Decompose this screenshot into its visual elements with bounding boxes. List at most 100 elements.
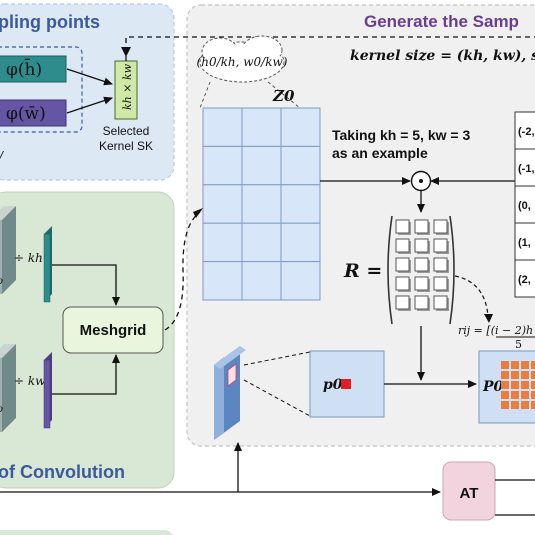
z0-grid-cell (241, 145, 282, 186)
p0-red-dot (341, 379, 351, 389)
p0-orange-cell (521, 381, 529, 389)
offset-cell (514, 259, 535, 298)
slab-to-p0-dashed-1 (243, 351, 311, 366)
generate-title: Generate the Samp (364, 12, 519, 31)
conv-cube-bottom: o (0, 344, 16, 432)
kernel-route-arrowhead (121, 47, 131, 57)
cloud-to-grid-dashed (199, 81, 211, 109)
r-matrix-cell (395, 276, 410, 291)
z0-grid-cell (241, 222, 282, 263)
offset-cell-label: (-1, (518, 163, 535, 175)
p0-orange-cell (531, 401, 535, 409)
z0-grid-cell (280, 222, 321, 263)
z0-grid-cell (241, 261, 282, 301)
sampling-title: pling points (0, 12, 100, 32)
z0-grid-cell (202, 145, 243, 186)
cloud-label: (h0/kh, w0/kw) (197, 55, 288, 69)
r-right-bracket (449, 215, 455, 325)
z0-grid-cell (202, 107, 243, 147)
cloud-to-grid-dashed-2 (267, 81, 301, 109)
svg-text:o: o (0, 404, 3, 415)
z0-grid-cell (241, 107, 282, 147)
p0-orange-cell (511, 361, 519, 369)
r-equals-label: R = (343, 260, 382, 282)
at-box (442, 461, 496, 521)
p0-orange-cell (511, 381, 519, 389)
z0-label: Z0 (272, 87, 295, 105)
p0-orange-cell (521, 401, 529, 409)
z0-grid (202, 107, 321, 301)
feature-map-slab (214, 346, 246, 440)
r-matrix-cell (395, 219, 410, 234)
r-matrix-cell (414, 219, 429, 234)
meshgrid-route-arrowhead (193, 208, 203, 218)
p0-orange-cell (531, 391, 535, 399)
p0-orange-cell (501, 371, 509, 379)
convolution-title: of Convolution (0, 462, 125, 482)
p0-orange-cell (501, 401, 509, 409)
offset-cell-label: (2, (518, 274, 531, 286)
r-to-rij-dashed-arrow (454, 275, 489, 317)
z0-grid-cell (202, 184, 243, 224)
p0-big-label: P0 (482, 379, 504, 395)
purple-vector-bar (43, 352, 52, 429)
r-matrix-cell (414, 238, 429, 253)
p0-orange-cell (501, 361, 509, 369)
taking-label-line-1: Taking kh = 5, kw = 3 (332, 127, 470, 143)
phi-h-box (0, 55, 67, 83)
p0-orange-cell (531, 381, 535, 389)
svg-text:o: o (0, 276, 3, 287)
r-matrix-cells (395, 219, 449, 311)
p0-orange-cell (531, 371, 535, 379)
p0-orange-cell (521, 361, 529, 369)
odot-center (419, 179, 423, 183)
z0-grid-cell (280, 184, 321, 224)
arrow-phi-h-to-kernel (66, 68, 113, 86)
offset-cell-label: (1, (518, 237, 531, 249)
selected-kernel-label-1: Selected (103, 124, 150, 138)
p0-small-label: p0 (323, 377, 343, 393)
rij-label: rij = [(i − 2)h (458, 324, 533, 337)
p0-orange-cell (511, 371, 519, 379)
r-matrix-cell (395, 257, 410, 272)
conv-cube-top: o (0, 206, 16, 294)
offset-cell (514, 111, 535, 150)
r-matrix-cell (395, 295, 410, 310)
kernel-size-label: kernel size = (kh, kw), s (350, 48, 535, 64)
meshgrid-to-grid-dashed-arrow (164, 211, 201, 331)
r-matrix-cell (433, 238, 448, 253)
z0-grid-cell (280, 145, 321, 186)
p0-orange-cell (511, 391, 519, 399)
r-matrix-cell (433, 295, 448, 310)
z0-grid-cell (202, 261, 243, 301)
z0-grid-cell (241, 184, 282, 224)
z0-grid-cell (280, 261, 321, 301)
arrow-phi-w-to-kernel (66, 96, 113, 114)
meshgrid-label: Meshgrid (80, 322, 147, 339)
offset-cell-label: (-2, (518, 126, 535, 138)
p0-orange-cell (521, 371, 529, 379)
z0-grid-cell (202, 222, 243, 263)
r-matrix-cell (433, 219, 448, 234)
slab-to-p0-dashed-2 (243, 379, 311, 417)
phi-group-dashed-box (0, 46, 83, 133)
at-label: AT (460, 485, 479, 502)
rij-denominator: 5 (515, 338, 522, 351)
offset-cell (514, 148, 535, 187)
p0-orange-grid (501, 361, 535, 409)
p0-orange-cell (521, 391, 529, 399)
taking-label-line-2: as an example (332, 145, 428, 161)
r-to-rij-arrowhead (484, 314, 493, 323)
r-left-bracket (387, 215, 393, 325)
div-kw-label: ÷ kw (14, 374, 46, 388)
phi-h-label: φ(h̄) (6, 57, 42, 80)
selected-kernel-box-label: kh × kw (121, 63, 134, 110)
r-matrix-cell (395, 238, 410, 253)
p0-orange-cell (501, 381, 509, 389)
phi-w-label: φ(w̄) (6, 104, 46, 124)
offset-cell (514, 185, 535, 224)
p0-orange-cell (501, 391, 509, 399)
r-matrix-cell (433, 257, 448, 272)
purple-to-meshgrid-arrow (52, 354, 120, 395)
teal-vector-bar (43, 226, 52, 303)
